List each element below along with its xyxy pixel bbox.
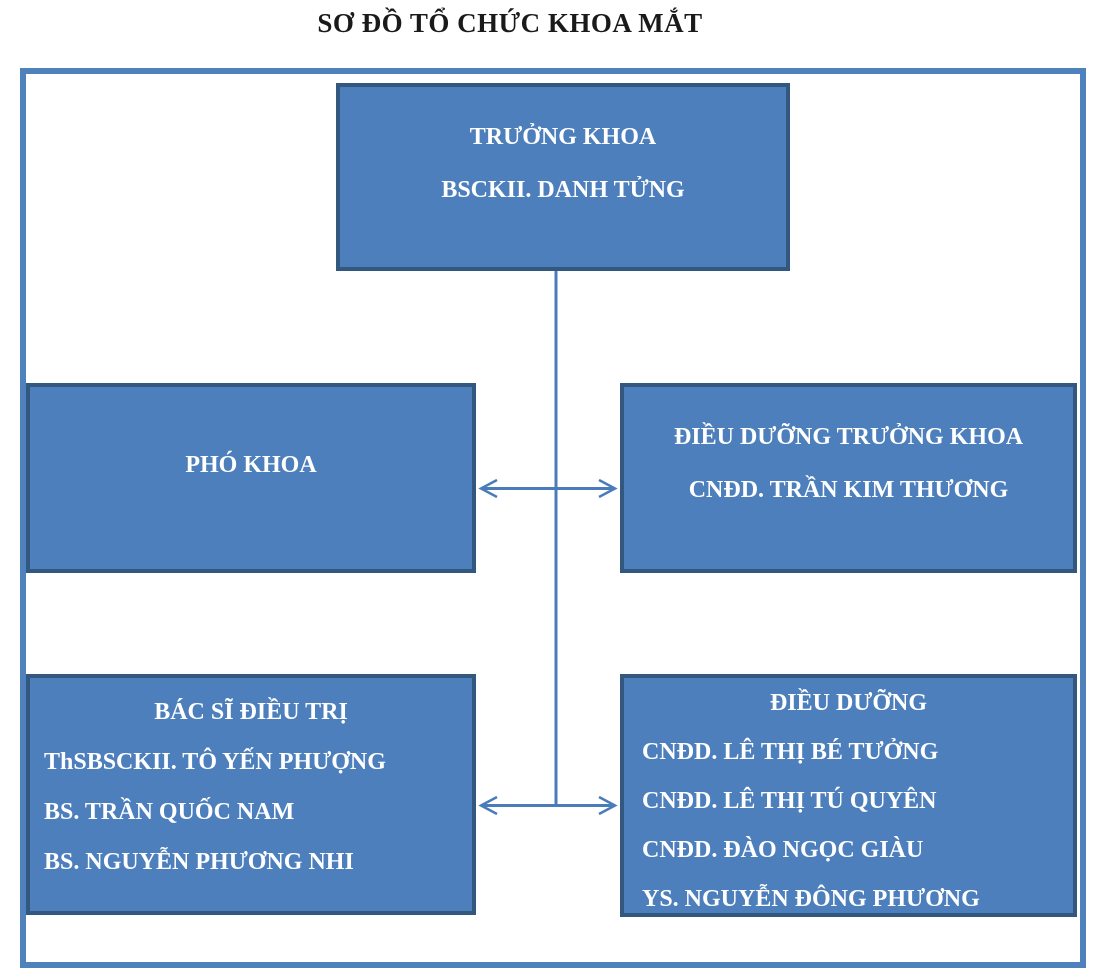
member-name: CNĐD. ĐÀO NGỌC GIÀU bbox=[642, 837, 924, 863]
person-name: BSCKII. DANH TỬNG bbox=[441, 177, 685, 203]
member-name: BS. NGUYỄN PHƯƠNG NHI bbox=[44, 849, 354, 875]
member-name: ThSBSCKII. TÔ YẾN PHƯỢNG bbox=[44, 749, 386, 775]
role-label: ĐIỀU DƯỠNG TRƯỞNG KHOA bbox=[673, 424, 1024, 450]
person-name: CNĐD. TRẦN KIM THƯƠNG bbox=[688, 477, 1009, 503]
role-label: TRƯỞNG KHOA bbox=[469, 124, 657, 150]
org-box-dieu-duong-truong-khoa: ĐIỀU DƯỠNG TRƯỞNG KHOA CNĐD. TRẦN KIM TH… bbox=[620, 383, 1077, 573]
org-box-pho-khoa: PHÓ KHOA bbox=[26, 383, 476, 573]
member-name: CNĐD. LÊ THỊ BÉ TƯỞNG bbox=[642, 739, 939, 765]
role-label: BÁC SĨ ĐIỀU TRỊ bbox=[154, 699, 348, 725]
role-label: PHÓ KHOA bbox=[185, 452, 317, 478]
page-title: SƠ ĐỒ TỔ CHỨC KHOA MẮT bbox=[317, 8, 703, 38]
member-name: BS. TRẦN QUỐC NAM bbox=[44, 799, 295, 825]
org-box-bac-si-dieu-tri: BÁC SĨ ĐIỀU TRỊ ThSBSCKII. TÔ YẾN PHƯỢNG… bbox=[26, 674, 476, 915]
org-box-truong-khoa: TRƯỞNG KHOA BSCKII. DANH TỬNG bbox=[336, 83, 790, 271]
org-box-dieu-duong: ĐIỀU DƯỠNG CNĐD. LÊ THỊ BÉ TƯỞNG CNĐD. L… bbox=[620, 674, 1077, 917]
member-name: CNĐD. LÊ THỊ TÚ QUYÊN bbox=[642, 788, 937, 814]
role-label: ĐIỀU DƯỠNG bbox=[769, 690, 928, 716]
member-name: YS. NGUYỄN ĐÔNG PHƯƠNG bbox=[642, 886, 980, 912]
